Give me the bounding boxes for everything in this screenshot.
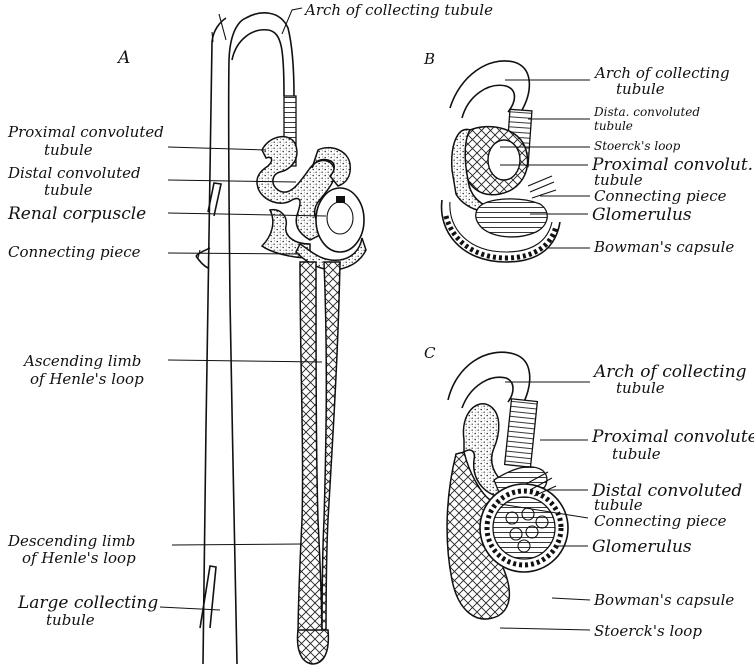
label-a-large-collecting-1: Large collecting bbox=[17, 593, 158, 613]
panel-b-letter: B bbox=[423, 50, 435, 68]
label-a-renal-corpuscle: Renal corpuscle bbox=[7, 204, 146, 224]
label-b-distal-2: tubule bbox=[594, 119, 633, 133]
leader-a-arch bbox=[282, 8, 302, 34]
label-b-storck: Stoerck's loop bbox=[594, 139, 681, 153]
convoluted-cluster-drawing bbox=[257, 137, 366, 270]
label-c-connecting: Connecting piece bbox=[594, 512, 727, 530]
label-c-glomerulus: Glomerulus bbox=[592, 537, 692, 557]
leader-a-ascending bbox=[168, 360, 322, 362]
panel-a-letter: A bbox=[116, 48, 130, 68]
label-a-ascending-2: of Henle's loop bbox=[30, 370, 144, 388]
panel-b-drawing bbox=[442, 61, 560, 262]
label-c-bowman: Bowman's capsule bbox=[593, 591, 734, 609]
label-b-arch-2: tubule bbox=[616, 80, 665, 98]
leader-c-storck bbox=[500, 628, 590, 630]
panel-c-drawing bbox=[447, 352, 568, 619]
label-a-connecting: Connecting piece bbox=[8, 243, 141, 261]
leader-a-distal bbox=[168, 180, 296, 182]
leader-a-proximal bbox=[168, 147, 266, 150]
label-b-connecting: Connecting piece bbox=[594, 187, 727, 205]
label-a-arch: Arch of collecting tubule bbox=[303, 1, 493, 19]
label-a-proximal-2: tubule bbox=[44, 141, 93, 159]
label-b-distal-1: Dista. convoluted bbox=[593, 105, 700, 119]
henles-loop-drawing bbox=[298, 262, 340, 664]
label-c-arch-2: tubule bbox=[616, 379, 665, 397]
label-c-proximal-2: tubule bbox=[612, 445, 661, 463]
label-c-storck: Stoerck's loop bbox=[594, 622, 702, 640]
leader-c-bowman bbox=[552, 598, 590, 600]
label-a-descending-1: Descending limb bbox=[7, 532, 135, 550]
label-a-proximal-1: Proximal convoluted bbox=[7, 123, 164, 141]
label-a-distal-1: Distal convoluted bbox=[7, 164, 141, 182]
leader-a-descending bbox=[172, 544, 302, 545]
large-collecting-tubule-drawing bbox=[196, 14, 246, 664]
label-c-proximal-1: Proximal convoluted bbox=[591, 427, 754, 447]
label-a-distal-2: tubule bbox=[44, 181, 93, 199]
panel-a: A bbox=[7, 1, 493, 664]
panel-b: B Arch of collecting tubule Dista. convo… bbox=[423, 50, 753, 262]
leader-a-large-collecting bbox=[160, 607, 220, 610]
label-b-bowman: Bowman's capsule bbox=[593, 238, 734, 256]
panel-c-letter: C bbox=[424, 344, 436, 362]
label-b-glomerulus: Glomerulus bbox=[592, 205, 692, 225]
label-a-ascending-1: Ascending limb bbox=[22, 352, 141, 370]
label-a-descending-2: of Henle's loop bbox=[22, 549, 136, 567]
panel-c: C Arch of collecting tubule Pro bbox=[424, 344, 754, 640]
label-a-large-collecting-2: tubule bbox=[46, 611, 95, 629]
